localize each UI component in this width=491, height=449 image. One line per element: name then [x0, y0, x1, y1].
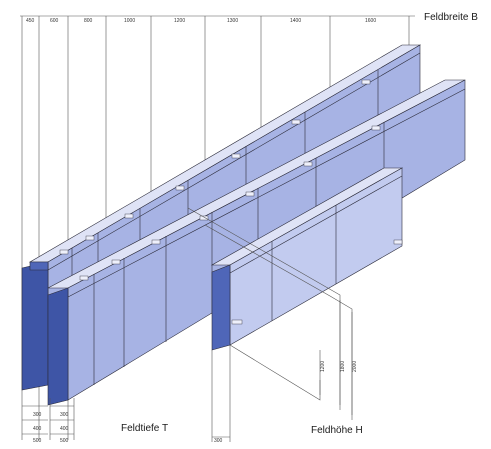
height-tick-label: 1800: [340, 361, 346, 372]
width-tick-label: 1300: [227, 18, 238, 24]
height-tick-label: 1200: [320, 361, 326, 372]
depth-dimension: 300 400 500 300 400 500 Feldtiefe T: [22, 398, 168, 444]
width-label: Feldbreite B: [424, 12, 478, 23]
width-tick-label: 800: [84, 18, 93, 24]
bottom-dimension: 300: [211, 345, 231, 444]
depth-tick-left: 500: [33, 438, 42, 444]
width-dimension-lines: 450 600 800 1000 1200 1300 1400 1600 Fel…: [20, 12, 478, 440]
cabinet-label-plates: [59, 79, 403, 325]
depth-label: Feldtiefe T: [121, 423, 168, 434]
width-tick-label: 1200: [174, 18, 185, 24]
width-tick-label: 1600: [365, 18, 376, 24]
depth-tick-right: 500: [60, 438, 69, 444]
depth-tick-left: 400: [33, 426, 42, 432]
width-tick-label: 600: [50, 18, 59, 24]
width-tick-label: 1000: [124, 18, 135, 24]
height-dimension: 1200 1800 2000 Feldhöhe H: [187, 207, 363, 436]
width-tick-label: 450: [26, 18, 35, 24]
depth-tick-right: 300: [60, 412, 69, 418]
depth-tick-right: 400: [60, 426, 69, 432]
foreground-cabinet: [210, 167, 404, 351]
width-tick-label: 1400: [290, 18, 301, 24]
bottom-tick-label: 300: [214, 438, 223, 444]
height-tick-label: 2000: [352, 361, 358, 372]
height-label: Feldhöhe H: [311, 425, 363, 436]
depth-tick-left: 300: [33, 412, 42, 418]
